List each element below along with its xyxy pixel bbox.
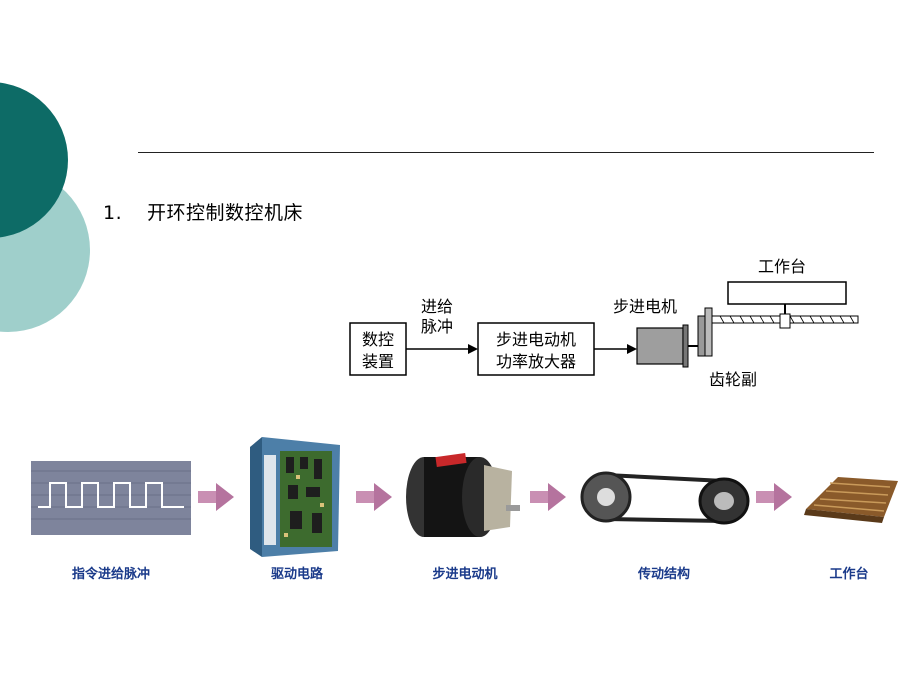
heading-number: 1. — [103, 202, 123, 224]
flow-arrow-4 — [756, 483, 792, 511]
feed-pulse-label-2: 脉冲 — [421, 317, 453, 336]
flow-label-worktable: 工作台 — [829, 566, 868, 582]
flow-arrow-1 — [198, 483, 234, 511]
amplifier-box — [477, 322, 595, 376]
flow-label-motor: 步进电动机 — [432, 566, 497, 582]
stepper-motor-icon — [406, 452, 520, 537]
nc-device-label-1: 数控 — [362, 330, 394, 349]
dark-teal-circle — [0, 82, 68, 238]
stepper-motor-label: 步进电机 — [613, 297, 677, 316]
pictorial-flow: 指令进给脉冲 驱动电路 步进电动机 传动结构 工作台 — [31, 437, 898, 582]
worktable-label: 工作台 — [758, 257, 806, 276]
feed-pulse-label-1: 进给 — [421, 297, 453, 316]
section-heading: 1. 开环控制数控机床 — [103, 198, 303, 225]
flow-arrow-3 — [530, 483, 566, 511]
gear-small — [697, 315, 706, 357]
amplifier-label-1: 步进电动机 — [496, 330, 576, 349]
gear-large — [704, 307, 713, 357]
motor-flange — [682, 324, 689, 368]
title-divider — [138, 152, 874, 153]
nc-device-label-2: 装置 — [362, 352, 394, 371]
belt-drive-icon — [580, 471, 750, 525]
heading-text: 开环控制数控机床 — [147, 202, 304, 224]
arrow-head-2 — [627, 344, 637, 354]
decorative-circles — [0, 82, 90, 332]
nc-device-box — [349, 322, 407, 376]
pulse-trace — [38, 482, 184, 508]
screw-nut — [779, 313, 791, 329]
gear-pair-label: 齿轮副 — [709, 370, 757, 389]
square-wave-icon — [31, 461, 191, 535]
amplifier-label-2: 功率放大器 — [496, 352, 576, 371]
motor-body — [636, 327, 684, 365]
worktable-block — [727, 281, 847, 305]
flow-label-transmission: 传动结构 — [637, 566, 690, 582]
circuit-board-icon — [250, 437, 340, 557]
wave-panel — [31, 461, 191, 535]
open-loop-diagram: 数控 装置 进给 脉冲 步进电动机 功率放大器 步进电机 工作台 齿轮副 — [349, 257, 859, 389]
flow-arrow-2 — [356, 483, 392, 511]
worktable-icon — [804, 477, 898, 523]
flow-label-pulse: 指令进给脉冲 — [72, 566, 150, 582]
arrow-head-1 — [468, 344, 478, 354]
flow-label-driver: 驱动电路 — [271, 566, 324, 582]
